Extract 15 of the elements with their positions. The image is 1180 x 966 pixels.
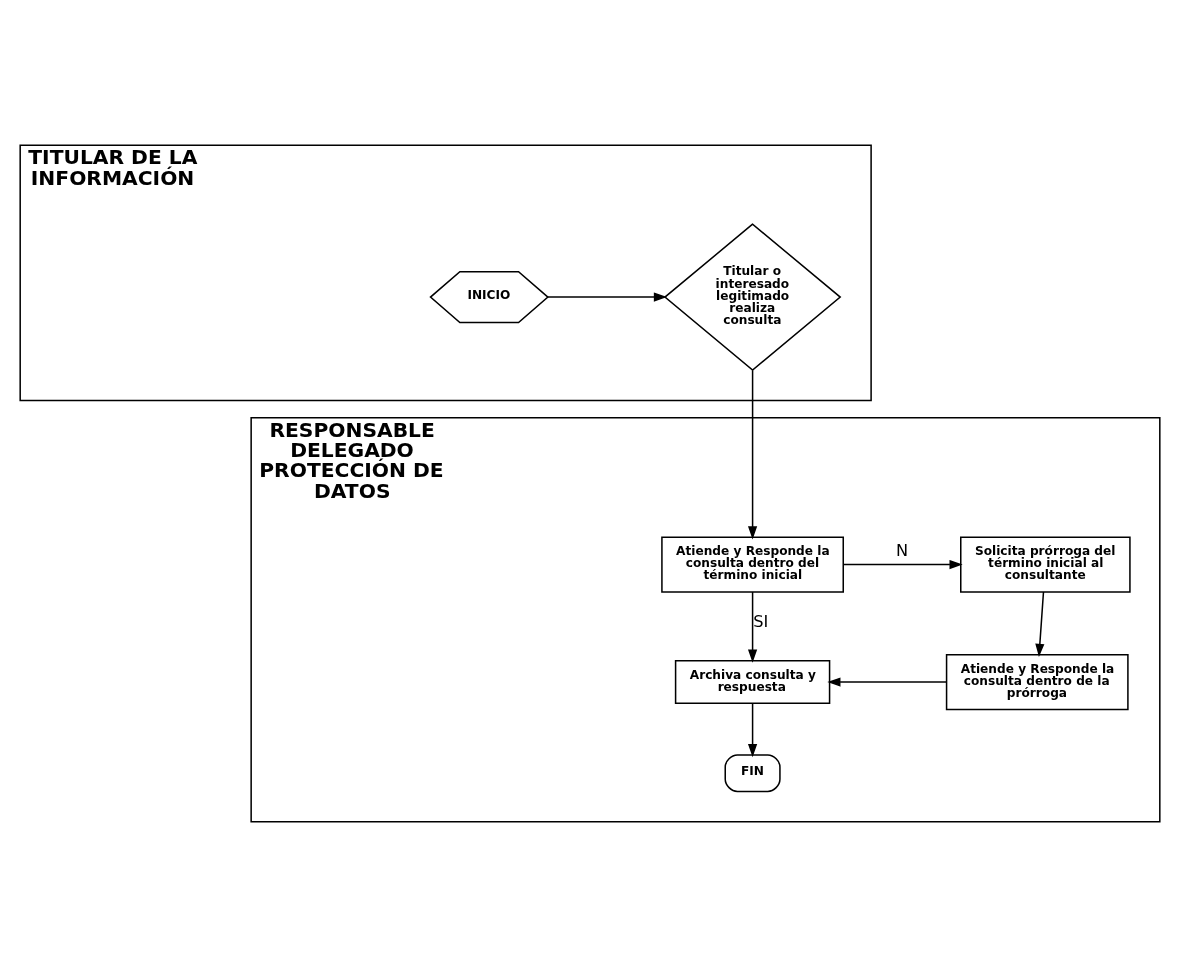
arrow <box>747 590 758 663</box>
edge-label: SI <box>753 611 769 631</box>
arrow <box>547 292 668 302</box>
node-box: Atiende y Responde la consulta dentro de la prórroga <box>945 653 1129 710</box>
arrow <box>827 676 948 687</box>
arrow <box>842 559 963 569</box>
node-box: Atiende y Responde la consulta dentro del término inicial <box>661 535 844 593</box>
node-box: FIN <box>724 753 781 792</box>
arrow <box>1035 590 1045 657</box>
arrow <box>747 702 758 757</box>
node-box: Solicita prórroga del término inicial al consultante <box>960 535 1131 593</box>
edge-label: N <box>895 540 909 560</box>
node-diamond: Titular o interesado legitimado realiza consulta <box>663 222 842 371</box>
arrow <box>747 369 758 539</box>
node-box: Archiva consulta y respuesta <box>674 659 831 704</box>
